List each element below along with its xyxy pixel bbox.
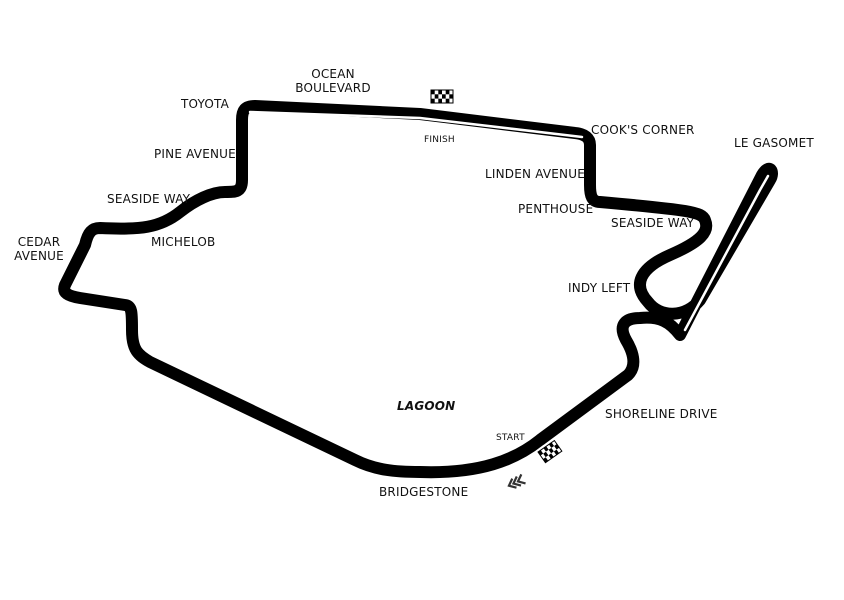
label-lagoon: LAGOON [397,399,456,413]
label-bridgestone: BRIDGESTONE [379,485,469,499]
label-indy-left: INDY LEFT [568,281,631,295]
label-seaside-way-east: SEASIDE WAY [611,216,695,230]
label-cedar-avenue: CEDAR AVENUE [14,235,64,263]
label-pine-avenue: PINE AVENUE [154,147,236,161]
direction-chevrons-icon [507,473,526,489]
label-seaside-way-west: SEASIDE WAY [107,192,191,206]
track-outline [58,100,778,479]
label-le-gasomet: LE GASOMET [734,136,814,150]
label-shoreline-drive: SHORELINE DRIVE [605,407,718,421]
label-toyota: TOYOTA [181,97,230,111]
checkered-flag-icon [537,439,563,464]
label-start: START [496,433,525,443]
label-cooks-corner: COOK'S CORNER [591,123,695,137]
label-ocean-boulevard: OCEAN BOULEVARD [295,67,371,95]
hairpin-inner-line [683,174,770,332]
label-penthouse: PENTHOUSE [518,202,594,216]
checkered-flag-icon [430,89,454,104]
label-linden-avenue: LINDEN AVENUE [485,167,585,181]
label-michelob: MICHELOB [151,235,216,249]
label-finish: FINISH [424,135,455,145]
finish-straight-inner-line [248,110,584,139]
